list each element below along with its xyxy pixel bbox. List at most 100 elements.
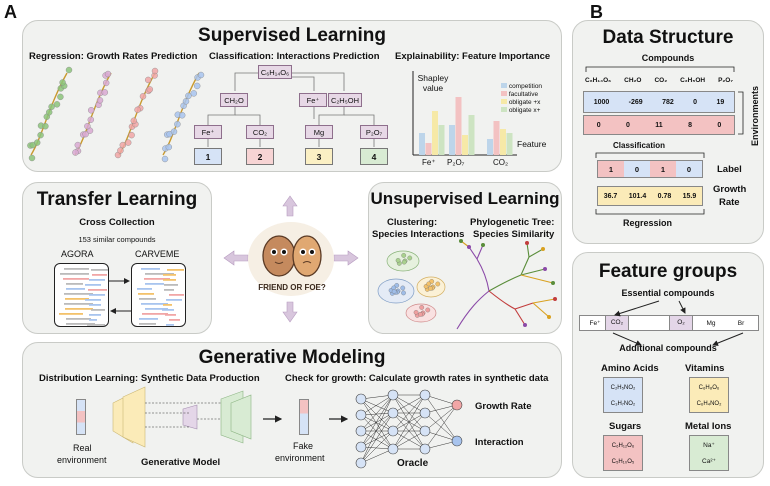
transfer-arrows bbox=[109, 278, 131, 314]
nn-node bbox=[355, 409, 367, 421]
cluster-dot bbox=[413, 310, 419, 315]
carveme-label: CARVEME bbox=[135, 249, 180, 259]
reaction-stripe bbox=[85, 284, 101, 286]
nn-node bbox=[419, 389, 431, 401]
reaction-stripe bbox=[89, 319, 97, 321]
nn-edge bbox=[424, 394, 458, 406]
compounds-label: Compounds bbox=[641, 53, 695, 63]
real-label-2: environment bbox=[57, 455, 107, 465]
shapley-bar bbox=[506, 133, 513, 155]
nn-node bbox=[419, 425, 431, 437]
real-label: Real bbox=[73, 443, 92, 453]
phylo-leaf bbox=[553, 297, 557, 301]
fake-label-2: environment bbox=[275, 453, 325, 463]
regression-point bbox=[134, 106, 141, 113]
shapley-legend: competition facultative obligate +x obli… bbox=[501, 83, 542, 115]
regression-point bbox=[185, 92, 192, 100]
generative-model bbox=[112, 386, 252, 448]
shapley-bar bbox=[468, 115, 475, 155]
data-structure-panel: Data Structure Compounds C₆H₁₄O₆ CH₂O CO… bbox=[572, 20, 764, 244]
ess-o2: O₂ bbox=[669, 315, 693, 331]
nn-edge bbox=[424, 430, 458, 442]
supervised-panel: Supervised Learning Regression: Growth R… bbox=[22, 20, 562, 172]
r1c4: 19 bbox=[716, 98, 725, 106]
reaction-stripe bbox=[59, 313, 83, 315]
classification-brace bbox=[595, 152, 705, 158]
metal-1: Ca²⁺ bbox=[702, 458, 716, 465]
generative-title: Generative Modeling bbox=[198, 347, 386, 368]
regression-point bbox=[42, 123, 49, 130]
reaction-stripe bbox=[89, 304, 101, 306]
phylo-label: Phylogenetic Tree: bbox=[470, 217, 555, 228]
reaction-stripe bbox=[66, 323, 95, 325]
unsupervised-title: Unsupervised Learning bbox=[370, 189, 560, 208]
nn-edge bbox=[424, 404, 458, 450]
shapley-bar bbox=[500, 129, 506, 155]
nn-node bbox=[355, 393, 367, 405]
regression-point bbox=[57, 93, 64, 101]
phylo-leaf bbox=[547, 315, 551, 319]
reaction-stripe bbox=[138, 293, 154, 295]
legend-facultative: facultative bbox=[508, 91, 539, 98]
reaction-stripe bbox=[63, 278, 89, 280]
nn-edge bbox=[360, 430, 394, 464]
nn-edge bbox=[360, 430, 394, 448]
ess-br: Br bbox=[737, 320, 745, 327]
rate-text: Rate bbox=[719, 197, 740, 208]
nn-node bbox=[451, 435, 463, 447]
clustering-label-2: Species Interactions bbox=[372, 229, 465, 240]
regression-point bbox=[74, 141, 81, 149]
regression-point bbox=[33, 139, 41, 146]
nn-node bbox=[419, 443, 431, 455]
nn-edge bbox=[424, 404, 458, 414]
cluster-dot bbox=[401, 290, 406, 296]
nn-edge bbox=[360, 414, 394, 432]
r2c1: 0 bbox=[625, 121, 630, 129]
feature-groups-panel: Feature groups Essential compounds Fe⁺ C… bbox=[572, 252, 764, 478]
regression-point bbox=[139, 93, 147, 100]
phylo-branch bbox=[528, 248, 544, 258]
reaction-stripe bbox=[89, 314, 101, 316]
r2c3: 8 bbox=[688, 121, 692, 129]
regression-point bbox=[87, 116, 94, 123]
regression-brace bbox=[595, 209, 705, 215]
nn-node bbox=[387, 425, 399, 437]
phylo-branch bbox=[476, 244, 484, 260]
nn-edge bbox=[360, 412, 394, 448]
oracle-label: Oracle bbox=[397, 458, 429, 469]
nn-edge bbox=[360, 398, 394, 414]
nn-edge bbox=[360, 430, 394, 450]
nn-edge bbox=[392, 412, 426, 450]
nn-node bbox=[387, 389, 399, 401]
compound-header-row: C₆H₁₄O₆ CH₂O CO₂ C₂H₅OH P₂O₇ bbox=[585, 71, 733, 89]
r1c3: 0 bbox=[693, 98, 698, 106]
cluster-dot bbox=[401, 259, 407, 265]
shapley-bar bbox=[449, 125, 455, 155]
cluster-dot bbox=[435, 281, 441, 287]
shapley-bar bbox=[487, 139, 493, 155]
reaction-stripe bbox=[165, 314, 176, 316]
tree-node-fe: Fe⁺ bbox=[299, 93, 327, 107]
real-env-bar bbox=[76, 399, 86, 435]
classification-label: Classification bbox=[613, 141, 666, 150]
clustering-label: Clustering: bbox=[387, 217, 438, 228]
cluster-dot bbox=[407, 255, 413, 261]
class-4: 4 bbox=[360, 148, 388, 165]
r2c2: 11 bbox=[655, 121, 663, 129]
reaction-stripe bbox=[85, 299, 101, 301]
amino-0: C₂H₅NO₂ bbox=[610, 385, 636, 391]
nn-edge bbox=[360, 398, 394, 450]
reaction-stripe bbox=[169, 294, 184, 296]
phylo-branch bbox=[468, 246, 478, 260]
phylo-branch bbox=[532, 298, 556, 304]
nn-edge bbox=[392, 394, 426, 432]
transfer-note: 153 similar compounds bbox=[78, 235, 156, 244]
regression-point bbox=[197, 71, 205, 79]
regression-point bbox=[87, 107, 95, 114]
legend-obligate-plus-x: obligate +x bbox=[508, 99, 541, 106]
reaction-stripe bbox=[145, 283, 164, 285]
phylo-branch bbox=[488, 290, 516, 310]
nn-edge bbox=[392, 430, 426, 450]
class-2: 2 bbox=[246, 148, 274, 165]
